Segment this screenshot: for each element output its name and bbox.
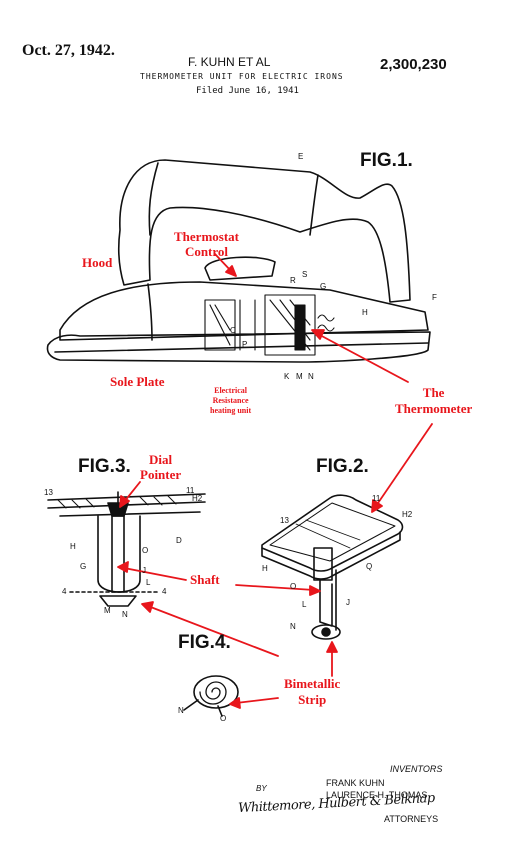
ref-letter: S — [302, 270, 308, 279]
dial-pointer-label: Dial Pointer — [140, 452, 182, 482]
ref-letter: G — [320, 282, 327, 291]
fig3-hatching — [57, 495, 177, 509]
patent-filed-date: Filed June 16, 1941 — [196, 86, 299, 96]
ref-letter: C — [230, 326, 236, 335]
fig3-dial-drawing — [47, 491, 206, 607]
iron-handle — [118, 159, 411, 303]
ref-letter: M — [104, 606, 111, 615]
thermostat-control-label: Thermostat Control — [174, 229, 239, 259]
fig4-label: FIG.4. — [178, 632, 231, 653]
patent-inventor: F. KUHN ET AL — [188, 55, 271, 69]
ref-letter: 4 — [62, 587, 67, 596]
iron-hood — [59, 281, 429, 341]
hood-label: Hood — [82, 255, 113, 270]
fig4-annotation-arrows — [229, 697, 279, 709]
fig3-housing — [97, 515, 141, 593]
ref-letter: N — [290, 622, 296, 631]
ref-letter: G — [80, 562, 87, 571]
ref-letter: 4 — [162, 587, 167, 596]
ref-letter: Q — [366, 562, 373, 571]
thermostat-knob — [204, 256, 276, 281]
inventors-label: INVENTORS — [390, 764, 443, 774]
ref-letter: N — [122, 610, 128, 619]
ref-letter: L — [146, 578, 151, 587]
fig2-label: FIG.2. — [316, 456, 369, 477]
ref-letter: J — [346, 598, 350, 607]
ref-letter: H — [70, 542, 76, 551]
ref-letter: H — [362, 308, 368, 317]
ref-letter: 11 — [372, 494, 381, 503]
ref-letter: H — [262, 564, 268, 573]
ref-letter: 13 — [44, 488, 53, 497]
by-label: BY — [256, 784, 267, 793]
fig1-label: FIG.1. — [360, 150, 413, 171]
fig1-iron-drawing — [46, 159, 431, 363]
bimetallic-strip-label: Bimetallic Strip — [284, 676, 341, 707]
ref-letter: O — [290, 582, 297, 591]
fig1-annotation-arrows — [214, 253, 409, 383]
ref-letter: N — [308, 372, 314, 381]
fig2-dial-face — [261, 494, 404, 572]
fig1-internal-section — [204, 294, 335, 356]
ref-letter: L — [302, 600, 307, 609]
ref-letter: E — [298, 152, 304, 161]
patent-number: 2,300,230 — [380, 56, 447, 73]
attorneys-label: ATTORNEYS — [384, 814, 439, 824]
iron-sole-plate — [46, 331, 431, 363]
ref-letter: P — [242, 340, 248, 349]
fig3-label: FIG.3. — [78, 456, 131, 477]
inventor-name-2: LAURENCE H. THOMAS — [326, 790, 428, 800]
ref-letter: F — [432, 293, 437, 302]
ref-letter: H2 — [402, 510, 413, 519]
ref-letter: O — [220, 714, 227, 723]
ref-letter: D — [176, 536, 182, 545]
ref-letter: M — [296, 372, 303, 381]
fig2-annotation-arrows — [235, 423, 433, 677]
sole-plate-label: Sole Plate — [110, 374, 165, 389]
thermometer-label: The Thermometer — [395, 385, 473, 416]
ref-letter: 13 — [280, 516, 289, 525]
ref-letter: O — [142, 546, 149, 555]
patent-date: Oct. 27, 1942. — [22, 42, 115, 59]
inventor-name-1: FRANK KUHN — [326, 778, 385, 788]
ref-letter: R — [290, 276, 296, 285]
shaft-label: Shaft — [190, 572, 220, 587]
ref-letter: 11 — [186, 486, 195, 495]
fig2-thermometer-drawing — [261, 494, 404, 640]
ref-letter: J — [142, 566, 146, 575]
fig3-annotation-arrows — [117, 481, 279, 657]
fig4-coil-drawing — [183, 675, 239, 717]
heating-unit-label: Electrical Resistance heating unit — [210, 386, 252, 415]
ref-letter: N — [178, 706, 184, 715]
ref-letter: H2 — [192, 494, 203, 503]
ref-letter: K — [284, 372, 290, 381]
patent-title: THERMOMETER UNIT FOR ELECTRIC IRONS — [140, 72, 344, 81]
